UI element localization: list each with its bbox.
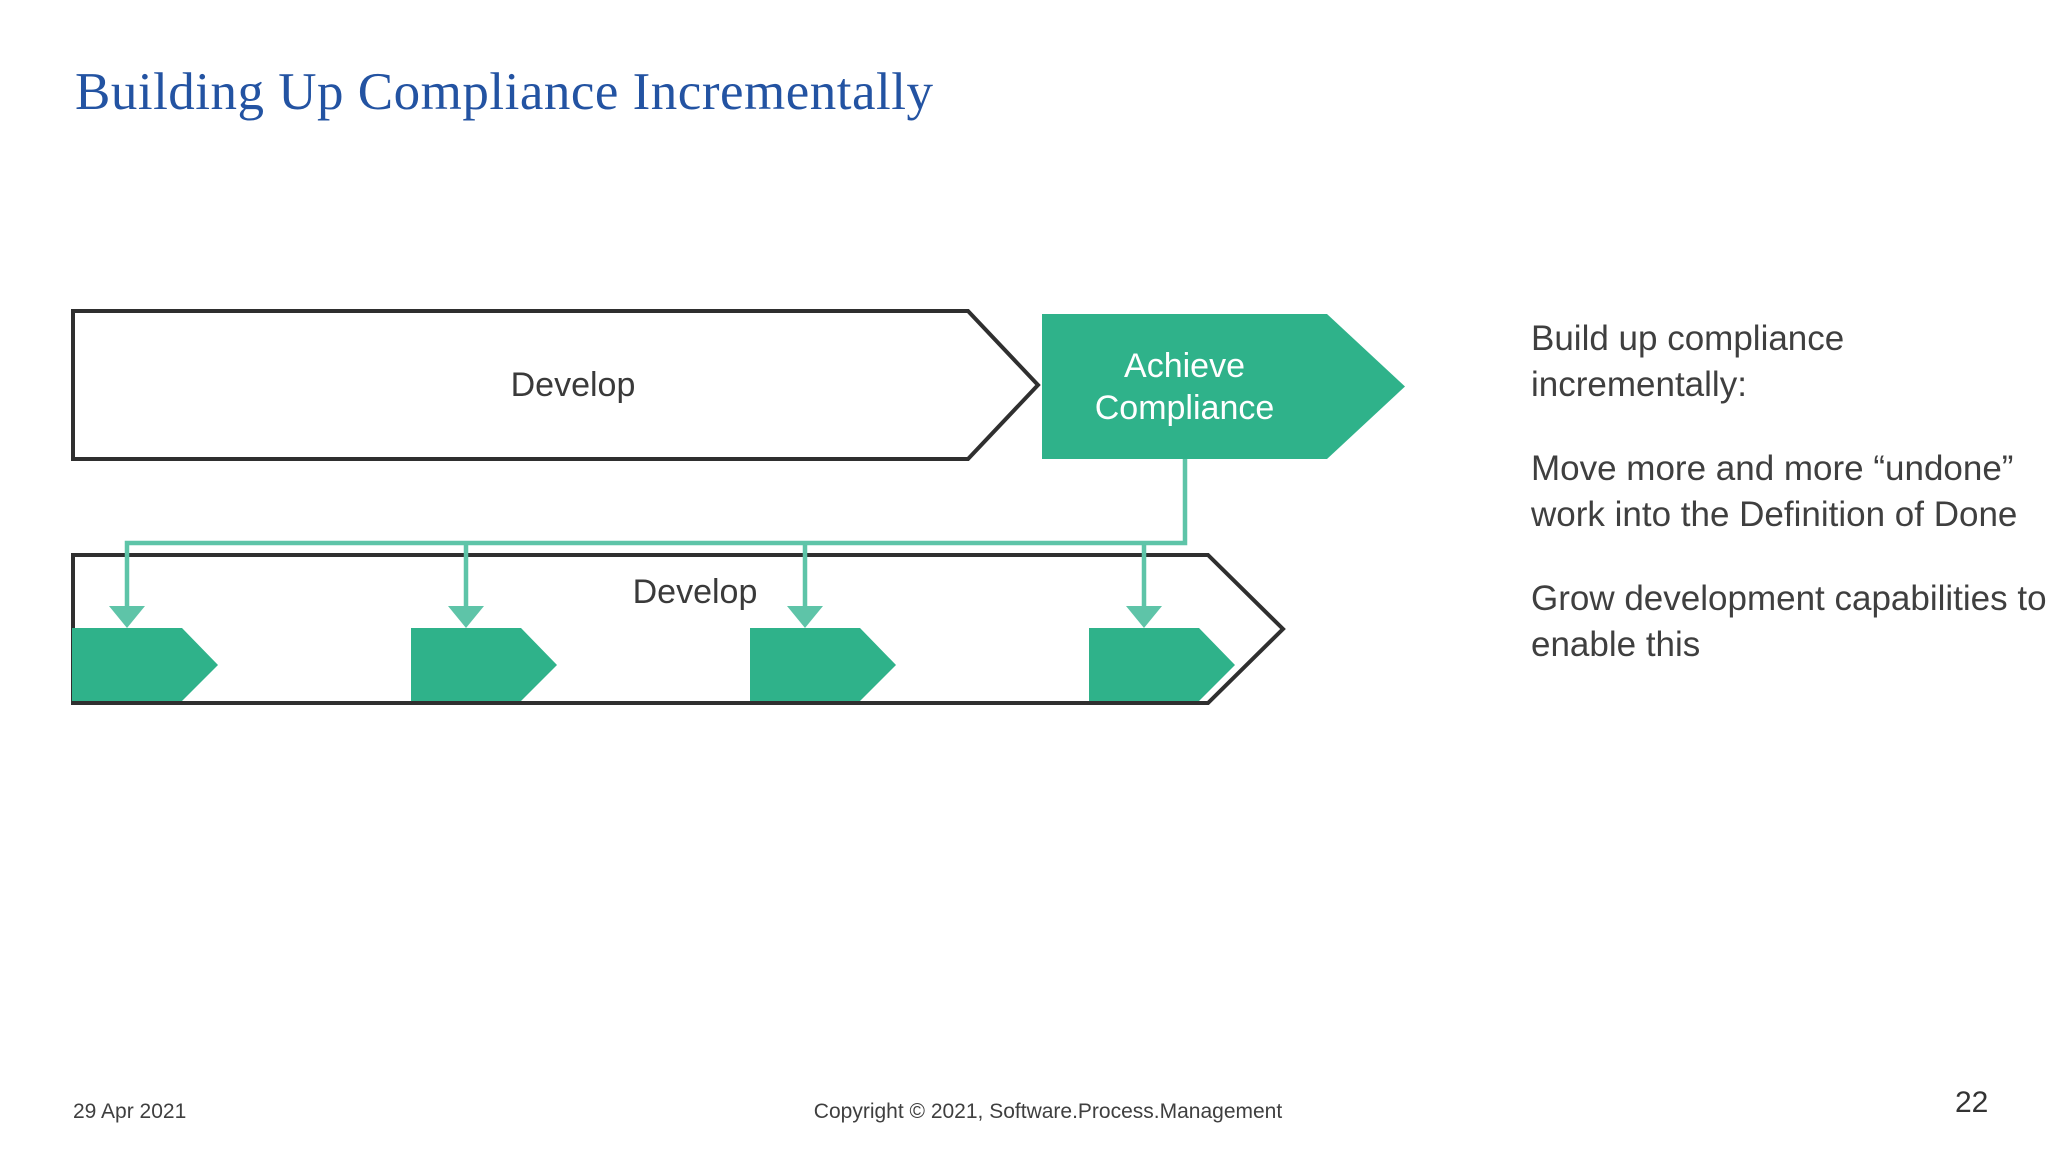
- connector-arrowhead-4: [1126, 606, 1162, 628]
- footer-page-number: 22: [1955, 1086, 1989, 1119]
- develop-bottom-label: Develop: [632, 572, 758, 611]
- increment-arrow-4: [1089, 628, 1235, 701]
- increment-arrow-2: [411, 628, 557, 701]
- side-text-para3: Grow development capabilities to enable …: [1531, 579, 2047, 664]
- increment-arrow-1: [72, 628, 218, 701]
- connector-arrowhead-1: [109, 606, 145, 628]
- develop-top-label: Develop: [510, 365, 636, 404]
- connector-arrowhead-2: [448, 606, 484, 628]
- compliance-connector-line: [124, 459, 1188, 608]
- footer-date: 29 Apr 2021: [73, 1100, 187, 1123]
- connector-arrowhead-3: [787, 606, 823, 628]
- achieve-compliance-arrow: [1042, 314, 1405, 459]
- side-text-block: Build up compliance incrementally: Move …: [1531, 316, 2048, 706]
- side-text-para2: Move more and more “undone” work into th…: [1531, 449, 2018, 534]
- develop-arrow-top: [71, 309, 1041, 461]
- increment-arrow-3: [750, 628, 896, 701]
- side-text-para1: Build up compliance incrementally:: [1531, 319, 1845, 404]
- slide-title: Building Up Compliance Incrementally: [75, 63, 934, 121]
- achieve-compliance-label: Achieve Compliance: [1094, 346, 1275, 427]
- footer-copyright: Copyright © 2021, Software.Process.Manag…: [813, 1100, 1283, 1123]
